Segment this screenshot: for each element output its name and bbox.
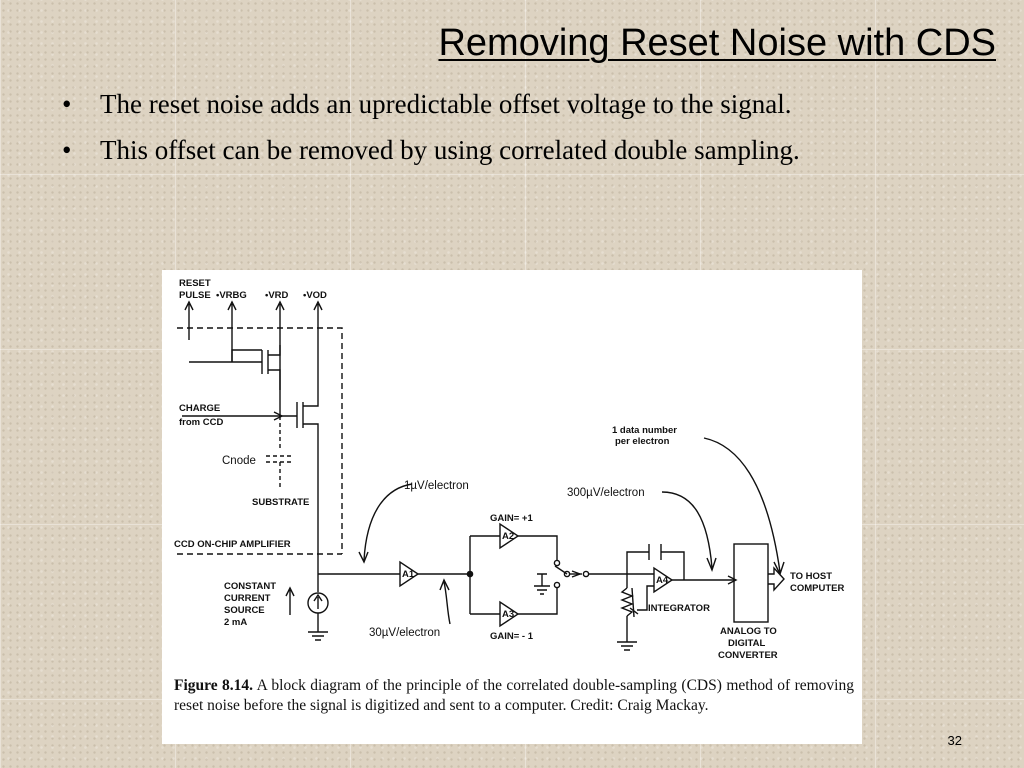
gain-300uv-label: 300µV/electron xyxy=(567,487,645,499)
adc-label-3: CONVERTER xyxy=(718,650,778,661)
cnode-label: Cnode xyxy=(222,455,256,467)
vrbg-label: •VRBG xyxy=(216,290,247,301)
2ma-label: 2 mA xyxy=(224,617,247,628)
on-chip-amp-label: CCD ON-CHIP AMPLIFIER xyxy=(174,539,291,550)
charge-label: CHARGE xyxy=(179,403,220,414)
page-number: 32 xyxy=(947,733,962,748)
adc-label-1: ANALOG TO xyxy=(720,626,777,637)
reset-label: RESET xyxy=(179,278,211,289)
current-label: CURRENT xyxy=(224,593,271,604)
circuit-diagram: RESET PULSE •VRBG •VRD •VOD CHARGE from … xyxy=(174,278,845,661)
vrd-label: •VRD xyxy=(265,290,289,301)
figure-caption-label: Figure 8.14. xyxy=(174,677,254,694)
slide-title: Removing Reset Noise with CDS xyxy=(438,22,996,64)
per-electron-label: per electron xyxy=(615,436,670,447)
integrator-label: INTEGRATOR xyxy=(648,603,710,614)
cds-circuit-figure: RESET PULSE •VRBG •VRD •VOD CHARGE from … xyxy=(162,270,862,744)
substrate-label: SUBSTRATE xyxy=(252,497,309,508)
pulse-label: PULSE xyxy=(179,290,211,301)
gain-30uv-label: 30µV/electron xyxy=(369,627,440,639)
source-label: SOURCE xyxy=(224,605,265,616)
bullet-item: The reset noise adds an upredictable off… xyxy=(60,86,890,122)
gain-minus-label: GAIN= - 1 xyxy=(490,631,534,642)
a4-label: A4 xyxy=(656,575,669,586)
bullet-list: The reset noise adds an upredictable off… xyxy=(60,86,890,178)
gain-plus-label: GAIN= +1 xyxy=(490,513,533,524)
data-number-label: 1 data number xyxy=(612,425,677,436)
from-ccd-label: from CCD xyxy=(179,417,223,428)
vod-label: •VOD xyxy=(303,290,327,301)
figure-caption: Figure 8.14. A block diagram of the prin… xyxy=(174,676,854,716)
a2-label: A2 xyxy=(502,531,514,542)
adc-label-2: DIGITAL xyxy=(728,638,765,649)
a1-label: A1 xyxy=(402,569,415,580)
computer-label: COMPUTER xyxy=(790,583,845,594)
figure-caption-text: A block diagram of the principle of the … xyxy=(174,677,854,714)
constant-label: CONSTANT xyxy=(224,581,276,592)
gain-1uv-label: 1µV/electron xyxy=(404,480,469,492)
a3-label: A3 xyxy=(502,609,514,620)
to-host-label: TO HOST xyxy=(790,571,832,582)
bullet-item: This offset can be removed by using corr… xyxy=(60,132,890,168)
